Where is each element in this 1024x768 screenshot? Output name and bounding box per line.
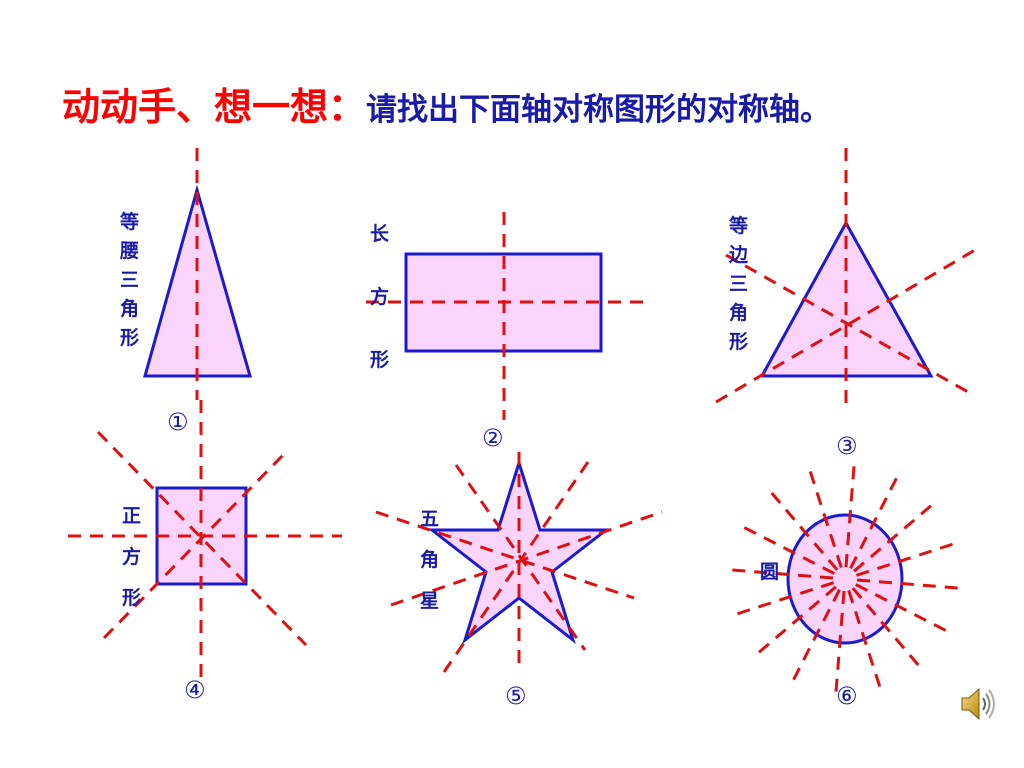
symmetry-axis	[454, 464, 587, 651]
symmetry-axis	[390, 510, 663, 607]
label-char: 方	[370, 286, 390, 308]
isosceles-triangle-figure	[143, 148, 252, 400]
star-figure	[375, 452, 663, 673]
title-lead: 动动手、想一想：	[62, 85, 367, 129]
number-5: ⑤	[505, 682, 527, 710]
symmetry-axis	[725, 253, 969, 394]
symmetry-axis	[754, 585, 837, 657]
symmetry-axis	[849, 473, 901, 569]
label-char: 角	[120, 298, 140, 320]
symmetry-axis	[855, 541, 958, 577]
label-rectangle: 长方形	[370, 203, 389, 392]
symmetry-axis	[789, 589, 841, 685]
symmetry-axis	[807, 466, 843, 569]
label-char: 等	[120, 211, 140, 233]
label-char: 五	[420, 508, 440, 530]
label-char: 等	[729, 215, 749, 237]
label-char: 形	[120, 327, 140, 349]
circle-figure	[727, 461, 963, 697]
label-char: 形	[122, 587, 142, 609]
symmetry-axis	[856, 578, 963, 590]
symmetry-axis	[727, 568, 834, 580]
circle-axes	[727, 461, 963, 697]
label-char: 方	[122, 546, 142, 568]
symmetry-axis	[732, 581, 835, 617]
speaker-icon[interactable]	[958, 686, 998, 726]
number-2: ②	[482, 424, 504, 452]
label-char: 圆	[760, 561, 780, 583]
label-char: 边	[729, 244, 749, 266]
label-isosceles-triangle: 等腰三角形	[120, 208, 139, 353]
number-3: ③	[836, 432, 858, 460]
symmetry-axis	[851, 587, 923, 670]
symmetry-axis	[853, 501, 936, 573]
label-char: 星	[420, 590, 440, 612]
number-4: ④	[184, 676, 206, 704]
label-char: 形	[729, 331, 749, 353]
symmetry-axis	[715, 248, 976, 404]
symmetry-axis	[847, 589, 883, 692]
rectangle-figure	[366, 212, 645, 420]
symmetry-axis	[375, 510, 635, 600]
label-equilateral-triangle: 等边三角形	[729, 212, 748, 357]
label-char: 腰	[120, 240, 140, 262]
label-char: 角	[729, 302, 749, 324]
page-title: 动动手、想一想：请找出下面轴对称图形的对称轴。	[62, 76, 831, 131]
symmetry-axis	[96, 430, 308, 647]
label-circle: 圆	[760, 558, 779, 587]
number-6: ⑥	[836, 682, 858, 710]
label-char: 长	[370, 223, 390, 245]
label-char: 正	[122, 505, 142, 527]
label-char: 形	[370, 349, 390, 371]
label-char: 三	[120, 269, 140, 291]
symmetry-axis	[739, 523, 835, 575]
symmetry-axis	[844, 461, 856, 568]
symmetry-axis	[767, 488, 839, 571]
square-figure	[68, 400, 342, 680]
title-instruction: 请找出下面轴对称图形的对称轴。	[366, 92, 832, 128]
label-char: 角	[420, 549, 440, 571]
label-char: 三	[729, 273, 749, 295]
number-1: ①	[167, 408, 189, 436]
label-square: 正方形	[122, 496, 141, 619]
equilateral-triangle-figure	[715, 148, 976, 410]
symmetry-axis	[834, 590, 846, 697]
symmetry-axis	[855, 583, 951, 635]
label-star: 五角星	[420, 499, 439, 622]
